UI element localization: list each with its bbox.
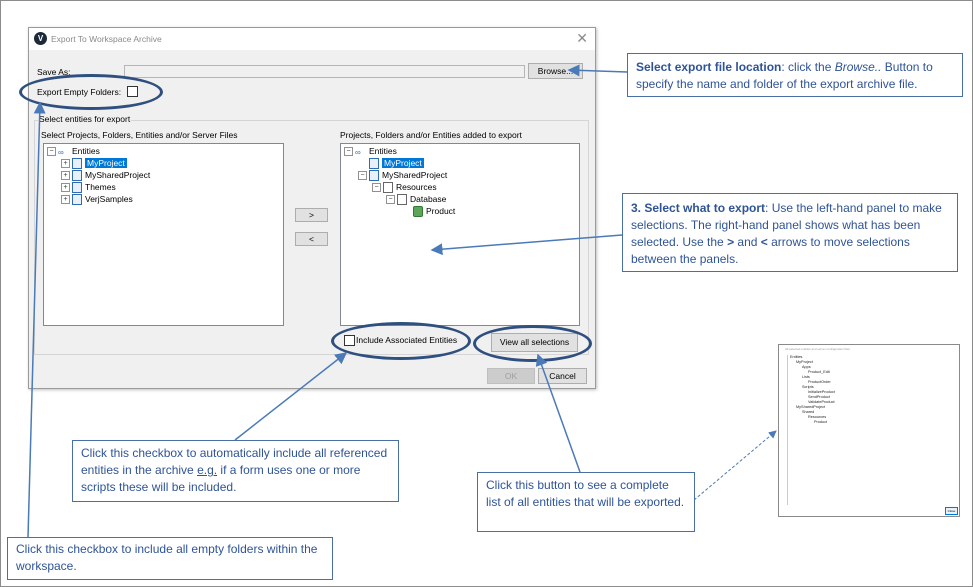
- thumb-row: ValidateProduct: [808, 400, 835, 404]
- associated-callout: Click this checkbox to automatically inc…: [72, 440, 399, 502]
- app-logo-icon: V: [34, 32, 47, 45]
- project-icon: [72, 194, 82, 206]
- empty-folders-callout: Click this checkbox to include all empty…: [7, 537, 333, 580]
- right-panel-label: Projects, Folders and/or Entities added …: [340, 130, 522, 140]
- thumbnail-title: All selected entities and server configu…: [785, 347, 850, 351]
- thumb-row: ProductOrder: [808, 380, 831, 384]
- thumb-row: Resources: [808, 415, 827, 419]
- tree-item[interactable]: −Database: [386, 194, 446, 206]
- tree-item[interactable]: +MyProject: [61, 158, 127, 170]
- folder-icon: [397, 194, 407, 206]
- title-bar: V Export To Workspace Archive ✕: [29, 28, 595, 50]
- thumb-row: Apps: [802, 365, 811, 369]
- view-all-arrow: [535, 353, 581, 473]
- thumbnail-close-button: Close: [945, 507, 958, 515]
- thumb-row: SendProduct: [808, 395, 830, 399]
- expand-icon[interactable]: +: [61, 159, 70, 169]
- left-panel-label: Select Projects, Folders, Entities and/o…: [41, 130, 238, 140]
- project-icon: [369, 158, 379, 170]
- thumb-row: Lists: [802, 375, 810, 379]
- expand-icon[interactable]: +: [61, 171, 70, 181]
- associated-highlight: [331, 322, 471, 360]
- tree-item[interactable]: +MySharedProject: [61, 170, 150, 182]
- all-selections-thumbnail: All selected entities and server configu…: [778, 344, 960, 517]
- view-all-callout: Click this button to see a complete list…: [477, 472, 695, 532]
- available-entities-tree[interactable]: −∞Entities +MyProject +MySharedProject +…: [43, 143, 284, 326]
- thumb-row: MySharedProject: [796, 405, 826, 409]
- thumb-row: Product_Edit: [808, 370, 830, 374]
- thumbnail-tree: Entities MyProject Apps Product_Edit Lis…: [787, 355, 958, 505]
- project-icon: [369, 170, 379, 182]
- thumb-row: MyProject: [796, 360, 813, 364]
- thumb-row: Scripts: [802, 385, 814, 389]
- tree-item[interactable]: Product: [413, 206, 455, 218]
- project-icon: [72, 182, 82, 194]
- selected-entities-tree[interactable]: −∞Entities MyProject −MySharedProject −R…: [340, 143, 580, 326]
- collapse-icon[interactable]: −: [386, 195, 395, 205]
- ok-button[interactable]: OK: [487, 368, 535, 384]
- thumb-row: InitializeProduct: [808, 390, 835, 394]
- thumb-row: Entities: [790, 355, 803, 359]
- project-icon: [72, 170, 82, 182]
- collapse-icon[interactable]: −: [47, 147, 56, 157]
- empty-folders-arrow: [27, 101, 46, 538]
- tree-item[interactable]: +Themes: [61, 182, 116, 194]
- group-label: Select entities for export: [38, 114, 132, 124]
- expand-icon[interactable]: +: [61, 195, 70, 205]
- expand-icon[interactable]: +: [61, 183, 70, 193]
- select-arrow: [430, 234, 623, 256]
- entities-icon: ∞: [355, 148, 361, 158]
- select-callout: 3. Select what to export: Use the left-h…: [622, 193, 958, 272]
- associated-arrow: [234, 352, 348, 441]
- thumb-row: Product: [814, 420, 828, 424]
- view-all-highlight: [473, 325, 592, 362]
- collapse-icon[interactable]: −: [358, 171, 367, 181]
- tree-item[interactable]: MyProject: [358, 158, 424, 170]
- collapse-icon[interactable]: −: [344, 147, 353, 157]
- tree-root[interactable]: −∞Entities: [47, 146, 100, 157]
- browse-callout: Select export file location: click the B…: [627, 53, 963, 97]
- empty-folders-highlight: [19, 74, 163, 110]
- thumb-row: Shared: [802, 410, 815, 414]
- add-selection-button[interactable]: >: [295, 208, 328, 222]
- browse-arrow: [567, 64, 628, 77]
- close-icon[interactable]: ✕: [576, 30, 588, 46]
- save-as-field[interactable]: [124, 65, 525, 78]
- tree-item[interactable]: −Resources: [372, 182, 437, 194]
- dialog-title: Export To Workspace Archive: [51, 34, 162, 44]
- folder-icon: [383, 182, 393, 194]
- save-as-label: Save As:: [37, 67, 71, 77]
- database-icon: [413, 206, 423, 218]
- thumbnail-arrow: [693, 430, 777, 501]
- cancel-button[interactable]: Cancel: [538, 368, 587, 384]
- project-icon: [72, 158, 82, 170]
- tree-item[interactable]: +VerjSamples: [61, 194, 133, 206]
- collapse-icon[interactable]: −: [372, 183, 381, 193]
- remove-selection-button[interactable]: <: [295, 232, 328, 246]
- tree-item[interactable]: −MySharedProject: [358, 170, 447, 182]
- tree-root[interactable]: −∞Entities: [344, 146, 397, 157]
- entities-icon: ∞: [58, 148, 64, 158]
